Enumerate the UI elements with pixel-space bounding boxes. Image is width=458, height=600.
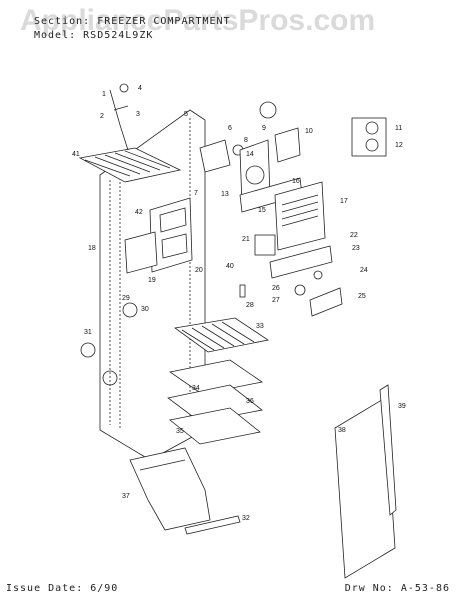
part-21-timer	[254, 234, 276, 256]
callout-25: 25	[358, 293, 366, 300]
part-33-wire-shelf	[173, 317, 270, 353]
part-18-duct	[124, 231, 158, 274]
callout-6: 6	[228, 125, 232, 132]
part-37-bin	[129, 447, 211, 531]
part-34-shelf	[168, 359, 264, 395]
part-4-bulb	[119, 83, 129, 93]
callout-10: 10	[305, 128, 313, 135]
section-header: Section: FREEZER COMPARTMENT	[34, 16, 231, 27]
drawing-number: Drw No: A-53-86	[344, 583, 450, 594]
callout-9: 9	[262, 125, 266, 132]
part-31-a	[80, 342, 96, 358]
callout-37: 37	[122, 493, 130, 500]
model-label: Model:	[34, 30, 77, 41]
part-39-gasket	[379, 384, 397, 516]
callout-27: 27	[272, 297, 280, 304]
callout-12: 12	[395, 142, 403, 149]
part-17-panel	[274, 181, 326, 251]
section-value: FREEZER COMPARTMENT	[97, 16, 231, 27]
callout-33: 33	[256, 323, 264, 330]
callout-41: 41	[72, 151, 80, 158]
part-35-shelf	[169, 407, 261, 445]
callout-16: 16	[292, 178, 300, 185]
part-38-door-panel	[334, 397, 396, 579]
callout-30: 30	[141, 306, 149, 313]
part-31-b	[102, 370, 118, 386]
callout-28: 28	[246, 302, 254, 309]
part-41-shelf	[78, 147, 182, 183]
callout-4: 4	[138, 85, 142, 92]
part-25-cover	[309, 287, 343, 317]
callout-17: 17	[340, 198, 348, 205]
callout-31: 31	[84, 329, 92, 336]
model-value: RSD524L9ZK	[83, 30, 154, 41]
callout-11: 11	[395, 125, 402, 132]
callout-7: 7	[194, 190, 198, 197]
callout-24: 24	[360, 267, 368, 274]
part-24-part	[313, 270, 323, 280]
model-header: Model: RSD524L9ZK	[34, 30, 153, 41]
callout-20: 20	[195, 267, 203, 274]
callout-2: 2	[100, 113, 104, 120]
part-6-damper	[199, 139, 231, 173]
part-22-bracket	[269, 245, 333, 279]
callout-1: 1	[102, 91, 106, 98]
callout-38: 38	[338, 427, 346, 434]
callout-40: 40	[226, 263, 234, 270]
part-12-knob	[365, 138, 379, 152]
callout-22: 22	[350, 232, 358, 239]
callout-14: 14	[246, 151, 254, 158]
callout-35: 35	[176, 428, 184, 435]
callout-13: 13	[221, 191, 229, 198]
callout-labels: 1 2 3 4 5 6 7 8 9 10 11 12 13 14 15 16 1…	[72, 85, 406, 522]
watermark: AppliancePartsPros.com	[20, 4, 376, 37]
section-label: Section:	[34, 16, 91, 27]
callout-36: 36	[246, 398, 254, 405]
part-36-shelf	[167, 384, 263, 423]
callout-32: 32	[242, 515, 250, 522]
callout-15: 15	[258, 207, 266, 214]
part-11-knob	[365, 121, 379, 135]
part-9-knob	[259, 101, 277, 119]
callout-34: 34	[192, 385, 200, 392]
part-32-trim	[184, 515, 241, 535]
part-1-wire	[109, 89, 129, 151]
callout-29: 29	[122, 295, 130, 302]
callout-21: 21	[242, 236, 250, 243]
callout-8: 8	[244, 137, 248, 144]
callout-5: 5	[184, 111, 188, 118]
callout-18: 18	[88, 245, 96, 252]
callout-39: 39	[398, 403, 406, 410]
callout-42: 42	[135, 209, 143, 216]
callout-26: 26	[272, 285, 280, 292]
callout-19: 19	[148, 277, 156, 284]
part-10-cover	[274, 127, 301, 163]
callout-3: 3	[136, 111, 140, 118]
part-30-part	[122, 302, 138, 318]
callout-23: 23	[352, 245, 360, 252]
issue-date: Issue Date: 6/90	[6, 583, 119, 594]
part-28-part	[239, 284, 246, 298]
part-26-part	[294, 284, 306, 296]
